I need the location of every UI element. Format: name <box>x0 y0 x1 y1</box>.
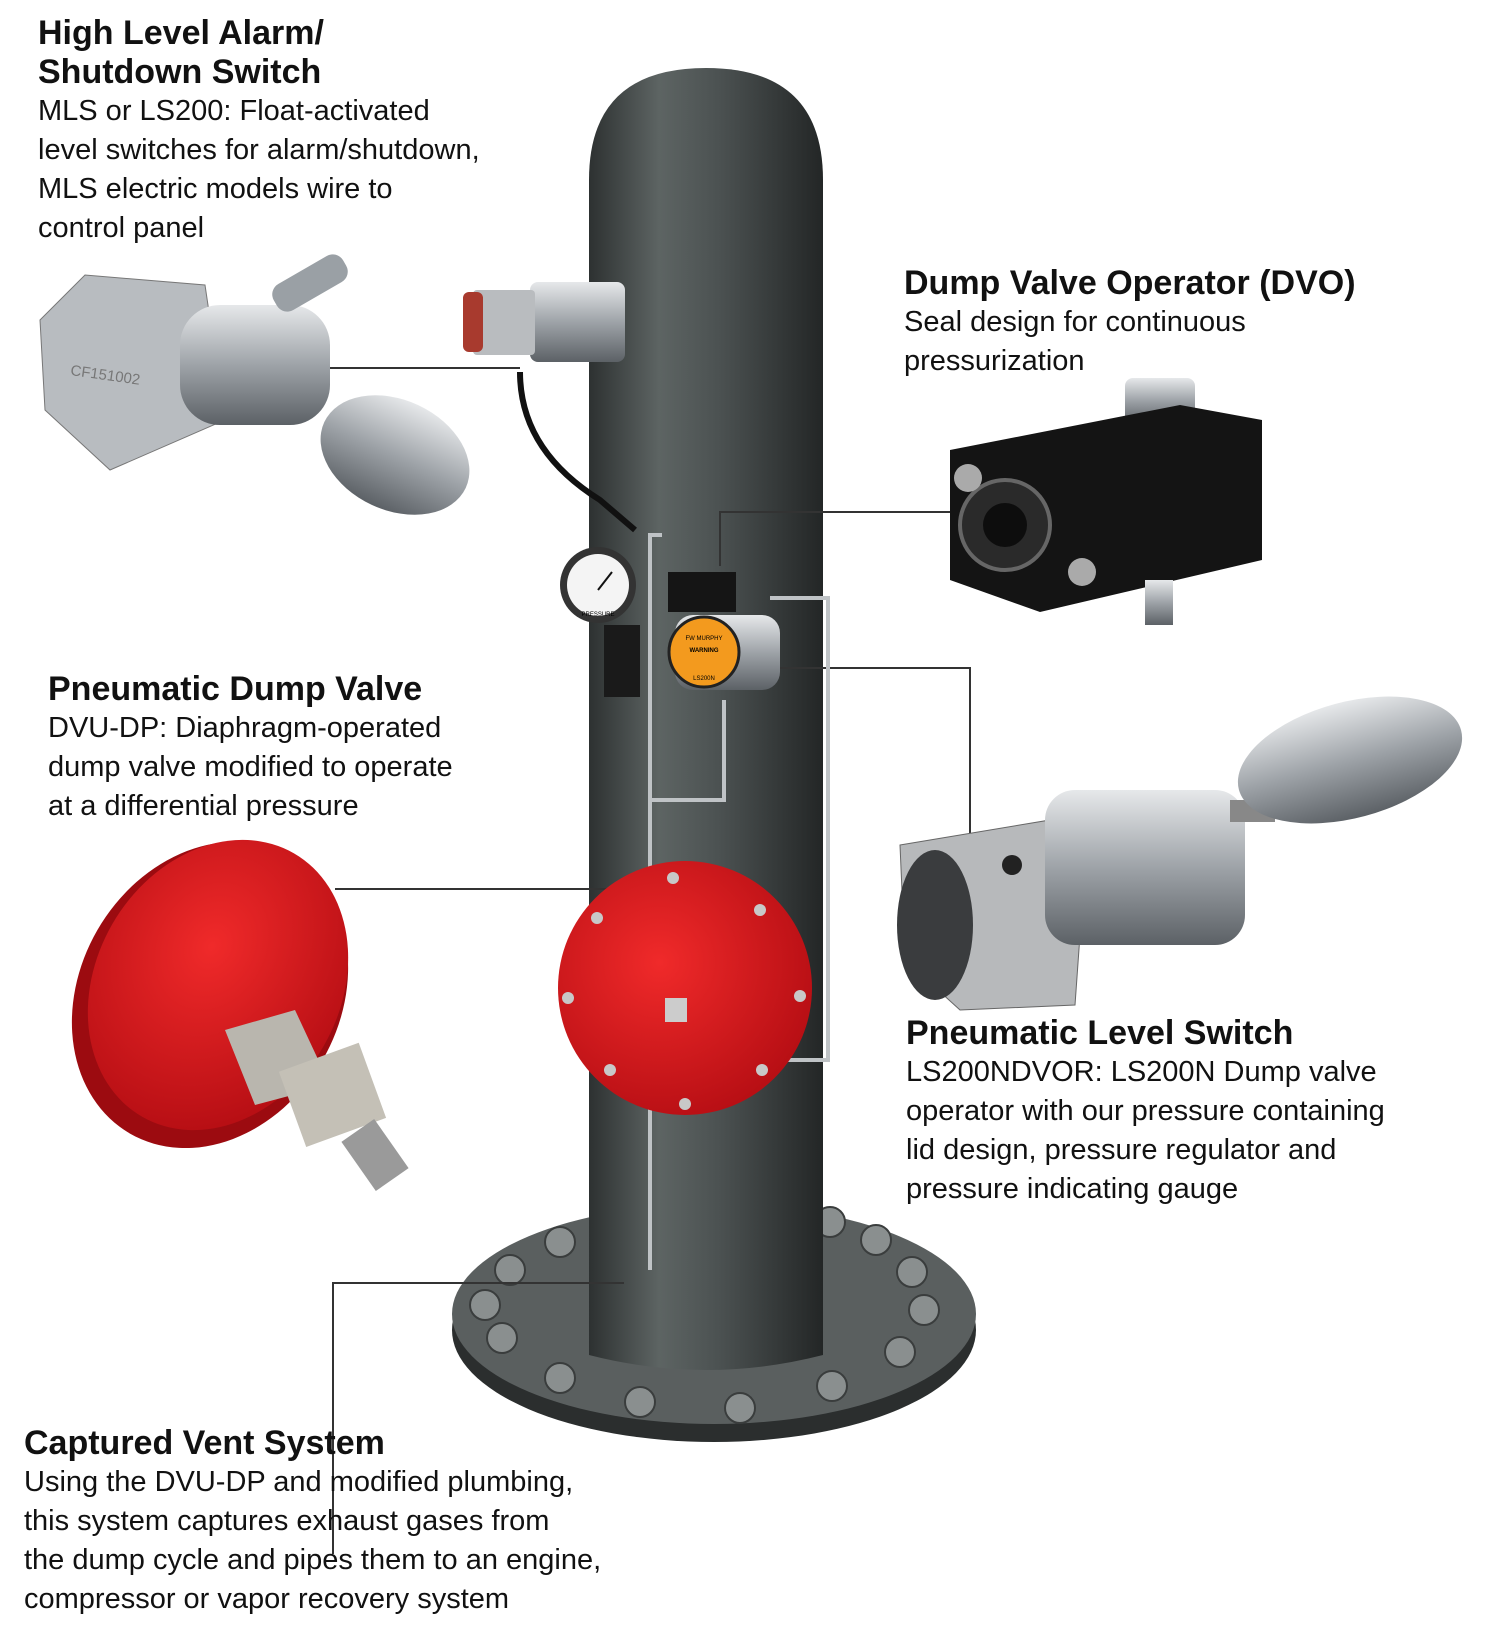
callout-level-switch: Pneumatic Level Switch LS200NDVOR: LS200… <box>906 1014 1385 1209</box>
float-switch-image: CF151002 <box>39 254 470 515</box>
svg-text:LS200N: LS200N <box>693 676 715 682</box>
vessel-column <box>589 68 823 1370</box>
high-level-switch-mounted <box>463 282 637 533</box>
dump-valve-mounted <box>558 861 812 1115</box>
callout-body: Using the DVU-DP and modified plumbing, … <box>24 1466 602 1615</box>
dump-valve-image <box>71 839 409 1192</box>
level-switch-mounted: FW MURPHY WARNING LS200N <box>667 572 780 690</box>
svg-text:FW MURPHY: FW MURPHY <box>686 636 723 642</box>
svg-text:PRESSURE: PRESSURE <box>581 612 614 618</box>
svg-text:WARNING: WARNING <box>690 648 719 654</box>
callout-body: MLS or LS200: Float-activated level swit… <box>38 95 480 244</box>
callout-body: DVU-DP: Diaphragm-operated dump valve mo… <box>48 712 453 822</box>
callout-body: Seal design for continuous pressurizatio… <box>904 306 1246 377</box>
callout-dump-valve: Pneumatic Dump Valve DVU-DP: Diaphragm-o… <box>48 670 453 826</box>
callout-title: High Level Alarm/ Shutdown Switch <box>38 14 324 91</box>
level-switch-image <box>897 696 1463 1011</box>
callout-title: Pneumatic Dump Valve <box>48 670 423 708</box>
callout-title: Pneumatic Level Switch <box>906 1014 1294 1052</box>
callout-title: Captured Vent System <box>24 1424 385 1462</box>
callout-high-level-switch: High Level Alarm/ Shutdown Switch MLS or… <box>38 14 480 248</box>
pressure-gauge: PRESSURE <box>560 547 640 697</box>
callout-body: LS200NDVOR: LS200N Dump valve operator w… <box>906 1056 1385 1205</box>
callout-vent-system: Captured Vent System Using the DVU-DP an… <box>24 1424 601 1619</box>
callout-dvo: Dump Valve Operator (DVO) Seal design fo… <box>904 264 1356 381</box>
dvo-image <box>950 378 1262 625</box>
callout-title: Dump Valve Operator (DVO) <box>904 264 1356 302</box>
